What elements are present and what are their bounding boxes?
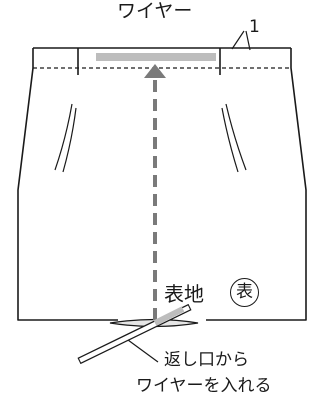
insertion-arrow-head bbox=[144, 64, 166, 78]
note-leader-line bbox=[127, 339, 159, 363]
part-number-leader-b bbox=[245, 30, 251, 51]
part-number-leader-a bbox=[231, 30, 245, 50]
dart-right-inner bbox=[221, 107, 239, 173]
skirt-outline bbox=[17, 48, 307, 321]
right-side-mark: 表 bbox=[230, 278, 259, 307]
wire-label: ワイヤー bbox=[117, 0, 193, 22]
wire-bar bbox=[96, 53, 216, 61]
part-number-label: 1 bbox=[249, 17, 260, 37]
instruction-line-2: ワイヤーを入れる bbox=[136, 376, 272, 396]
dart-left bbox=[54, 103, 73, 171]
right-side-fabric-label: 表地 bbox=[164, 282, 204, 306]
instruction-line-1: 返し口から bbox=[164, 350, 249, 370]
dart-right bbox=[225, 103, 247, 171]
dart-left-inner bbox=[62, 107, 77, 173]
wire-end-inside bbox=[153, 306, 185, 326]
